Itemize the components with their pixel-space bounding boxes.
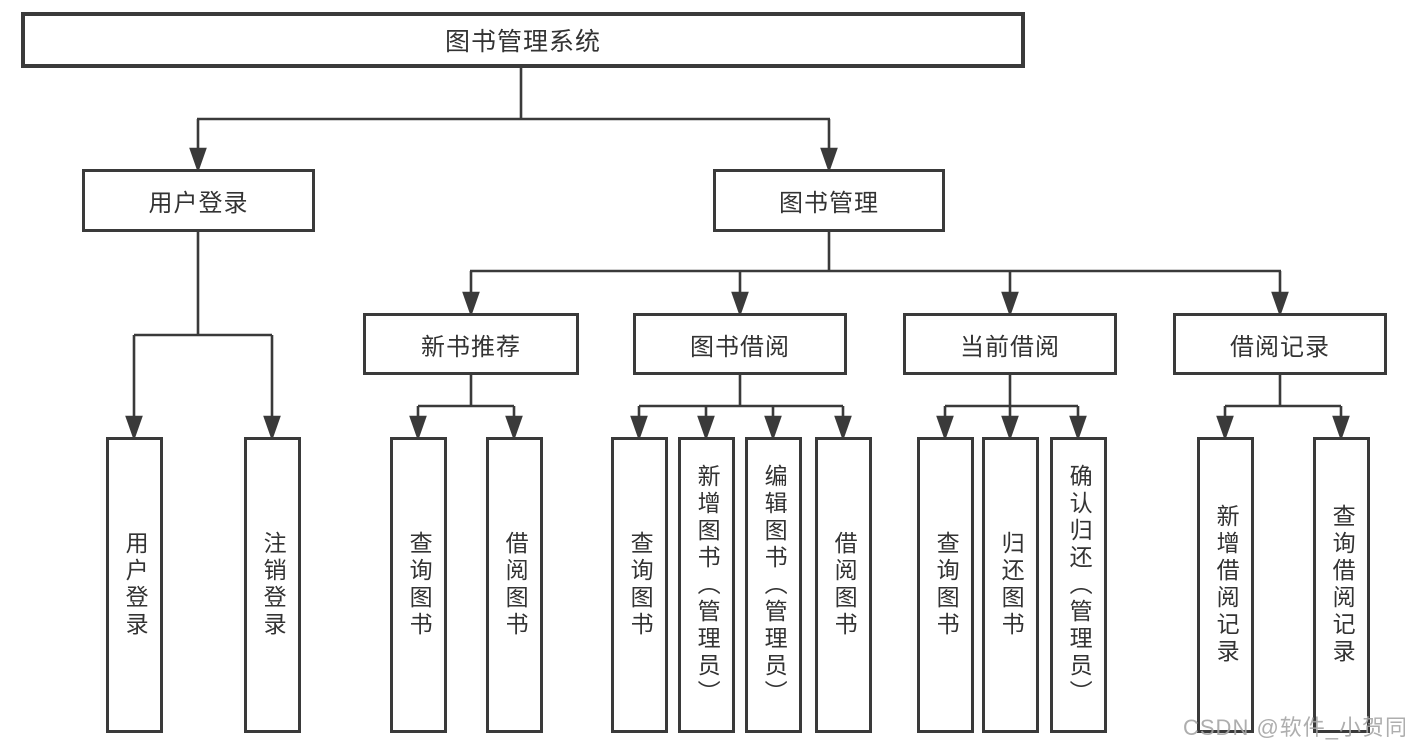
node-label: 用户登录	[148, 190, 249, 217]
leaf-label: 借阅图书	[502, 531, 529, 639]
node-current-borrow: 当前借阅	[903, 313, 1117, 375]
connector-new-book-to-leaves	[409, 375, 523, 441]
leaf-label: 查询借阅记录	[1329, 504, 1356, 666]
node-borrow-records: 借阅记录	[1173, 313, 1387, 375]
leaf-query-books-recommend: 查询图书	[390, 437, 447, 733]
leaf-add-borrow-record: 新增借阅记录	[1197, 437, 1254, 733]
leaf-label: 查询图书	[627, 531, 654, 639]
leaf-label: 用户登录	[122, 531, 149, 639]
node-label: 图书借阅	[690, 333, 790, 361]
leaf-return-book: 归还图书	[982, 437, 1039, 733]
watermark: CSDN @软件_小贺同学	[1183, 715, 1405, 740]
connector-user-login-to-leaves	[125, 232, 281, 441]
node-label: 图书管理系统	[444, 28, 601, 56]
connector-current-borrow-to-leaves	[936, 375, 1087, 441]
leaf-query-borrow-record: 查询借阅记录	[1313, 437, 1370, 733]
node-user-login: 用户登录	[82, 169, 315, 232]
leaf-label: 注销登录	[260, 531, 287, 639]
node-label: 借阅记录	[1230, 333, 1330, 361]
connector-borrow-records-to-leaves	[1216, 375, 1350, 441]
node-label: 新书推荐	[421, 333, 521, 361]
leaf-label: 新增借阅记录	[1213, 504, 1240, 666]
leaf-borrow-books: 借阅图书	[815, 437, 872, 733]
node-label: 当前借阅	[960, 333, 1060, 361]
leaf-label: 借阅图书	[831, 531, 858, 639]
node-new-book-recommend: 新书推荐	[363, 313, 579, 375]
node-root-system: 图书管理系统	[21, 12, 1025, 68]
leaf-label: 查询图书	[933, 531, 960, 639]
leaf-label: 编辑图书（管理员）	[761, 463, 788, 707]
leaf-query-books-borrow: 查询图书	[611, 437, 668, 733]
leaf-logout: 注销登录	[244, 437, 301, 733]
connector-book-mgmt-to-level3	[462, 232, 1289, 317]
connector-root-to-level2	[189, 68, 838, 173]
leaf-edit-book-admin: 编辑图书（管理员）	[745, 437, 802, 733]
node-book-management: 图书管理	[713, 169, 945, 232]
leaf-label: 新增图书（管理员）	[694, 463, 721, 707]
node-label: 图书管理	[779, 190, 879, 217]
leaf-borrow-books-recommend: 借阅图书	[486, 437, 543, 733]
leaf-label: 查询图书	[406, 531, 433, 639]
leaf-label: 确认归还（管理员）	[1066, 463, 1093, 707]
leaf-add-book-admin: 新增图书（管理员）	[678, 437, 735, 733]
node-book-borrow: 图书借阅	[633, 313, 847, 375]
leaf-confirm-return-admin: 确认归还（管理员）	[1050, 437, 1107, 733]
leaf-query-books-current: 查询图书	[917, 437, 974, 733]
leaf-user-login: 用户登录	[106, 437, 163, 733]
connector-book-borrow-to-leaves	[630, 375, 852, 441]
leaf-label: 归还图书	[998, 531, 1025, 639]
